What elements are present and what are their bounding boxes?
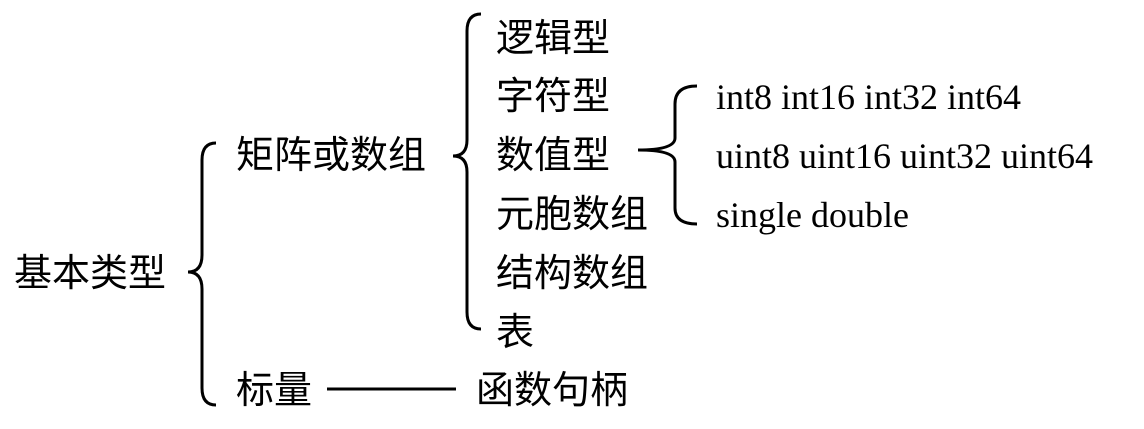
- table-label: 表: [496, 310, 535, 354]
- function-handle-label: 函数句柄: [476, 368, 629, 412]
- float-types-label: single double: [716, 195, 909, 235]
- matrix-brace: [452, 12, 482, 331]
- cell-array-label: 元胞数组: [496, 192, 649, 236]
- root-label: 基本类型: [14, 251, 167, 295]
- root-brace: [187, 141, 217, 407]
- uint-types-label: uint8 uint16 uint32 uint64: [716, 136, 1094, 176]
- scalar-label: 标量: [236, 368, 313, 412]
- struct-array-label: 结构数组: [496, 251, 649, 295]
- numeric-type-label: 数值型: [496, 133, 611, 177]
- numeric-brace: [637, 84, 698, 226]
- char-type-label: 字符型: [496, 74, 611, 118]
- matrix-label: 矩阵或数组: [236, 133, 427, 177]
- int-types-label: int8 int16 int32 int64: [716, 77, 1022, 117]
- logical-type-label: 逻辑型: [496, 16, 611, 60]
